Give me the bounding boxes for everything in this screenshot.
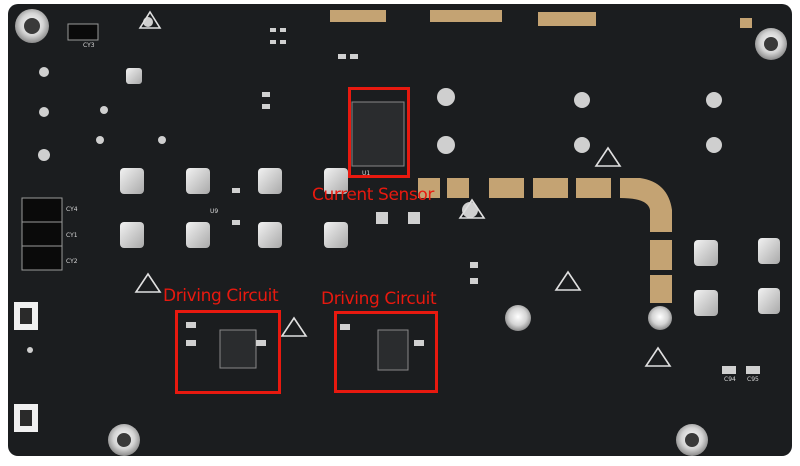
connector-headers bbox=[330, 10, 752, 28]
side-connectors bbox=[14, 302, 38, 432]
warning-symbols bbox=[134, 10, 672, 367]
through-hole-pads bbox=[120, 68, 780, 316]
driving-circuit-right-label: Driving Circuit bbox=[321, 289, 437, 309]
driver-ic-left bbox=[219, 329, 257, 369]
silkscreen-cy4: CY4 bbox=[66, 206, 78, 213]
vias bbox=[27, 17, 722, 353]
copper-trace bbox=[418, 178, 672, 303]
driver-ic-right bbox=[377, 329, 409, 371]
smd-components bbox=[186, 28, 760, 374]
silkscreen-cy2: CY2 bbox=[66, 258, 78, 265]
silkscreen-u1: U1 bbox=[362, 170, 371, 177]
driving-circuit-right-highlight-box bbox=[334, 311, 438, 393]
pcb-board bbox=[8, 4, 792, 456]
optocouplers bbox=[21, 23, 99, 271]
current-sensor-ic bbox=[351, 101, 405, 167]
driving-circuit-left-label: Driving Circuit bbox=[163, 286, 279, 306]
silkscreen-u9: U9 bbox=[210, 208, 219, 215]
silkscreen-cy3: CY3 bbox=[83, 42, 95, 49]
silkscreen-cy1: CY1 bbox=[66, 232, 78, 239]
driving-circuit-left-highlight-box bbox=[175, 310, 281, 394]
mounting-holes bbox=[15, 9, 787, 456]
silkscreen-c94: C94 bbox=[724, 376, 736, 383]
silkscreen-c95: C95 bbox=[747, 376, 759, 383]
current-sensor-label: Current Sensor bbox=[312, 185, 434, 205]
current-sensor-highlight-box bbox=[348, 87, 410, 178]
